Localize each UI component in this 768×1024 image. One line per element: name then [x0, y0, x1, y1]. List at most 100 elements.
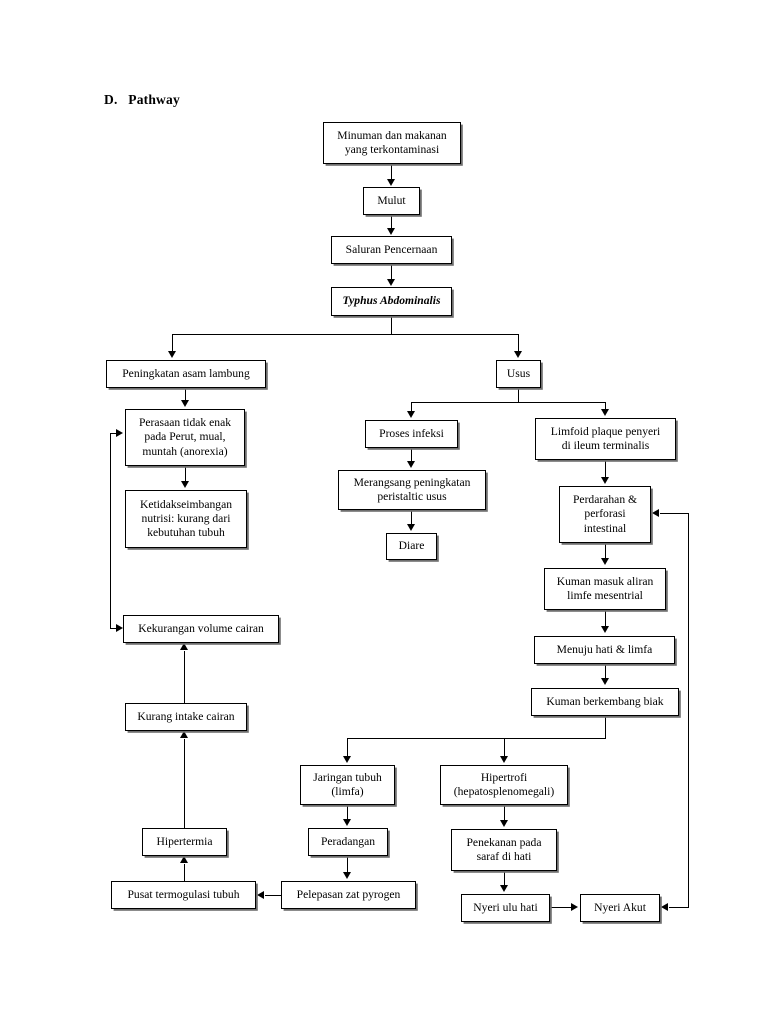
connector-menuju-to-berkembang: [605, 664, 607, 679]
connector-typhus-right-drop: [518, 334, 520, 352]
flow-node-pusat-termogulasi-tubuh: Pusat termogulasi tubuh: [111, 881, 256, 909]
arrowhead-down-usus: [514, 351, 522, 358]
flow-node-proses-infeksi: Proses infeksi: [365, 420, 458, 448]
flow-node-label: Hipertermia: [156, 834, 213, 848]
flow-node-kekurangan-volume-cairan: Kekurangan volume cairan: [123, 615, 279, 643]
connector-right-rail-to-perdarahan: [660, 513, 689, 515]
flow-node-peningkatan-asam-lambung: Peningkatan asam lambung: [106, 360, 266, 388]
flow-node-label: Mulut: [377, 193, 406, 207]
arrowhead-down-nyeri-ulu: [500, 885, 508, 892]
flow-node-kuman-berkembang-biak: Kuman berkembang biak: [531, 688, 679, 716]
arrowhead-down-penekanan: [500, 820, 508, 827]
arrowhead-right-perasaan-feedback: [116, 429, 123, 437]
connector-right-rail-to-nyeri-akut: [669, 907, 689, 909]
connector-usus-stem: [518, 388, 520, 403]
page-title: D. Pathway: [104, 92, 180, 107]
flow-node-mulut: Mulut: [363, 187, 420, 215]
connector-perdarahan-to-kuman-masuk: [605, 543, 607, 559]
flow-node-kurang-intake-cairan: Kurang intake cairan: [125, 703, 247, 731]
arrowhead-left-perdarahan-feedback: [652, 509, 659, 517]
connector-typhus-stem: [391, 316, 393, 335]
connector-left-rail-to-perasaan: [110, 433, 118, 435]
arrowhead-down-kuman-masuk: [601, 558, 609, 565]
connector-left-rail-vertical: [110, 433, 112, 629]
connector-typhus-left-drop: [172, 334, 174, 352]
connector-usus-left-drop: [411, 402, 413, 412]
arrowhead-right-kekurangan-feedback: [116, 624, 123, 632]
flow-node-jaringan-tubuh-limfa: Jaringan tubuh(limfa): [300, 765, 395, 805]
flow-node-pelepasan-zat-pyrogen: Pelepasan zat pyrogen: [281, 881, 416, 909]
flow-node-label: Typhus Abdominalis: [342, 294, 441, 308]
connector-makanan-to-mulut: [391, 164, 393, 180]
flow-node-label: Nyeri ulu hati: [473, 900, 538, 914]
arrowhead-down-perdarahan: [601, 477, 609, 484]
connector-usus-bus: [411, 402, 606, 404]
connector-jaringan-to-peradangan: [347, 805, 349, 819]
flow-node-menuju-hati-limfa: Menuju hati & limfa: [534, 636, 675, 664]
flow-node-peradangan: Peradangan: [308, 828, 388, 856]
flow-node-label: Hipertrofi(hepatosplenomegali): [453, 770, 555, 798]
flow-node-hipertermia: Hipertermia: [142, 828, 227, 856]
arrowhead-up-kekurangan-volume: [180, 643, 188, 650]
connector-pyrogen-to-pusat: [265, 895, 282, 897]
connector-peradangan-to-pyrogen: [347, 856, 349, 873]
connector-right-rail-vertical: [688, 513, 690, 908]
connector-kurang-intake-to-kekurangan: [184, 651, 186, 704]
flow-node-label: Proses infeksi: [379, 426, 444, 440]
arrowhead-down-perasaan: [181, 400, 189, 407]
arrowhead-down-diare: [407, 524, 415, 531]
flow-node-diare: Diare: [386, 533, 437, 560]
flow-node-label: Peradangan: [320, 834, 376, 848]
flow-node-hipertrofi-hepatosplenomegali: Hipertrofi(hepatosplenomegali): [440, 765, 568, 805]
flow-node-label: Kekurangan volume cairan: [138, 621, 264, 635]
connector-usus-right-drop: [605, 402, 607, 410]
flow-node-nyeri-ulu-hati: Nyeri ulu hati: [461, 894, 550, 922]
arrowhead-down-berkembang: [601, 678, 609, 685]
flow-node-label: Peningkatan asam lambung: [122, 366, 250, 380]
flow-node-nyeri-akut: Nyeri Akut: [580, 894, 660, 922]
flow-node-label: Kurang intake cairan: [137, 709, 235, 723]
connector-berkembang-left-drop: [347, 738, 349, 757]
arrowhead-down-saluran: [387, 228, 395, 235]
connector-merangsang-to-diare: [411, 510, 413, 524]
connector-mulut-to-saluran: [391, 215, 393, 229]
connector-asam-to-perasaan: [185, 388, 187, 401]
arrowhead-down-peradangan: [343, 819, 351, 826]
arrowhead-down-peningkatan-asam: [168, 351, 176, 358]
arrowhead-down-jaringan-tubuh: [343, 756, 351, 763]
connector-kuman-masuk-to-menuju: [605, 610, 607, 627]
arrowhead-left-pusat-termogulasi: [257, 891, 264, 899]
arrowhead-down-mulut: [387, 179, 395, 186]
connector-pusat-to-hipertermia: [184, 864, 186, 882]
connector-perasaan-to-nutrisi: [185, 466, 187, 482]
flow-node-label: Pelepasan zat pyrogen: [296, 887, 401, 901]
flow-node-saluran-pencernaan: Saluran Pencernaan: [331, 236, 452, 264]
arrowhead-up-hipertermia: [180, 856, 188, 863]
flow-node-label: Usus: [506, 366, 531, 380]
arrowhead-down-menuju-hati: [601, 626, 609, 633]
flow-node-label: Diare: [398, 539, 425, 553]
arrowhead-left-nyeri-akut-feedback: [661, 903, 668, 911]
connector-saluran-to-typhus: [391, 264, 393, 279]
connector-penekanan-to-nyeri-ulu: [504, 871, 506, 885]
arrowhead-down-pyrogen: [343, 872, 351, 879]
connector-proses-to-merangsang: [411, 448, 413, 461]
connector-berkembang-mid-drop: [504, 738, 506, 757]
flow-node-label: Menuju hati & limfa: [556, 642, 653, 656]
flow-node-label: Saluran Pencernaan: [345, 242, 438, 256]
